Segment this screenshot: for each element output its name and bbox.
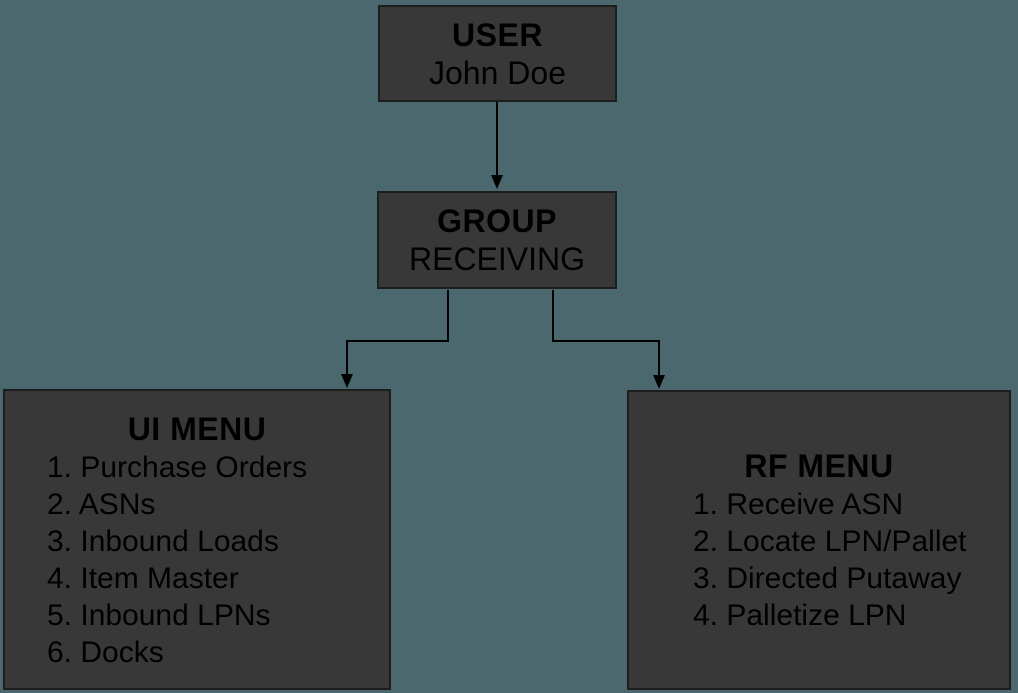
rf-menu-item: 2. Locate LPN/Pallet bbox=[693, 525, 967, 558]
group-node-value: RECEIVING bbox=[408, 241, 586, 277]
arrow-user-to-group bbox=[491, 102, 503, 189]
ui-menu-title: UI MENU bbox=[127, 410, 267, 447]
group-node: GROUP RECEIVING bbox=[377, 191, 617, 289]
ui-menu-item: 5. Inbound LPNs bbox=[47, 598, 271, 632]
rf-menu-title: RF MENU bbox=[744, 448, 894, 484]
ui-menu-item: 4. Item Master bbox=[47, 561, 239, 595]
ui-menu-item: 3. Inbound Loads bbox=[47, 524, 279, 558]
arrow-group-to-rf-menu bbox=[552, 290, 665, 389]
arrow-group-to-ui-menu bbox=[341, 290, 449, 388]
user-node-label: USER bbox=[452, 16, 543, 53]
user-node: USER John Doe bbox=[378, 5, 617, 102]
rf-menu-node: RF MENU 1. Receive ASN 2. Locate LPN/Pall… bbox=[627, 390, 1011, 690]
rf-menu-item: 3. Directed Putaway bbox=[693, 562, 962, 595]
ui-menu-item: 6. Docks bbox=[47, 635, 164, 669]
ui-menu-item: 1. Purchase Orders bbox=[47, 450, 308, 484]
rf-menu-list: 1. Receive ASN 2. Locate LPN/Pallet 3. Dir… bbox=[629, 486, 1009, 634]
rf-menu-item: 4. Palletize LPN bbox=[693, 599, 907, 632]
group-node-label: GROUP bbox=[437, 203, 557, 239]
user-node-value: John Doe bbox=[429, 54, 566, 91]
ui-menu-item: 2. ASNs bbox=[47, 487, 156, 521]
rf-menu-item: 1. Receive ASN bbox=[693, 488, 904, 521]
